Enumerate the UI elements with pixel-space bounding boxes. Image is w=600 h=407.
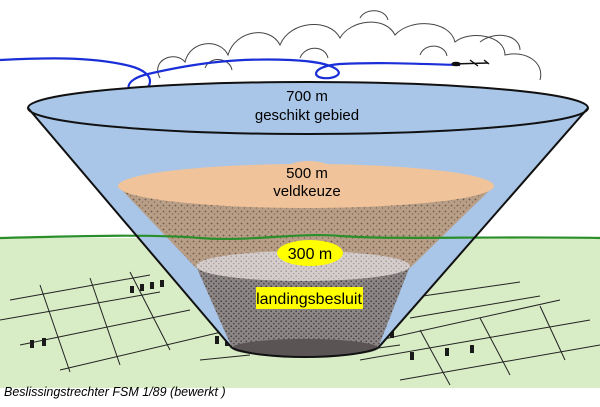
level-500-height: 500 m [286, 165, 328, 182]
flight-path [0, 57, 461, 94]
landing-decision-label: landingsbesluit [256, 291, 362, 308]
horizon-line [0, 233, 600, 241]
level-300-height: 300 m [288, 246, 332, 263]
level-700-height: 700 m [286, 88, 328, 105]
funnel-middle-band [118, 186, 494, 268]
funnel-outline [27, 107, 589, 358]
figure-caption: Beslissingstrechter FSM 1/89 (bewerkt ) [4, 385, 226, 399]
level-300-disc [196, 251, 410, 281]
funnel-base [232, 339, 378, 357]
level-500-disc [118, 164, 494, 208]
landing-decision-highlight [256, 287, 363, 309]
level-500-name: veldkeuze [273, 183, 341, 200]
cloud-icon [157, 10, 542, 81]
glider-icon [451, 59, 490, 67]
level-300-highlight [277, 240, 343, 266]
level-700-name: geschikt gebied [255, 107, 359, 124]
